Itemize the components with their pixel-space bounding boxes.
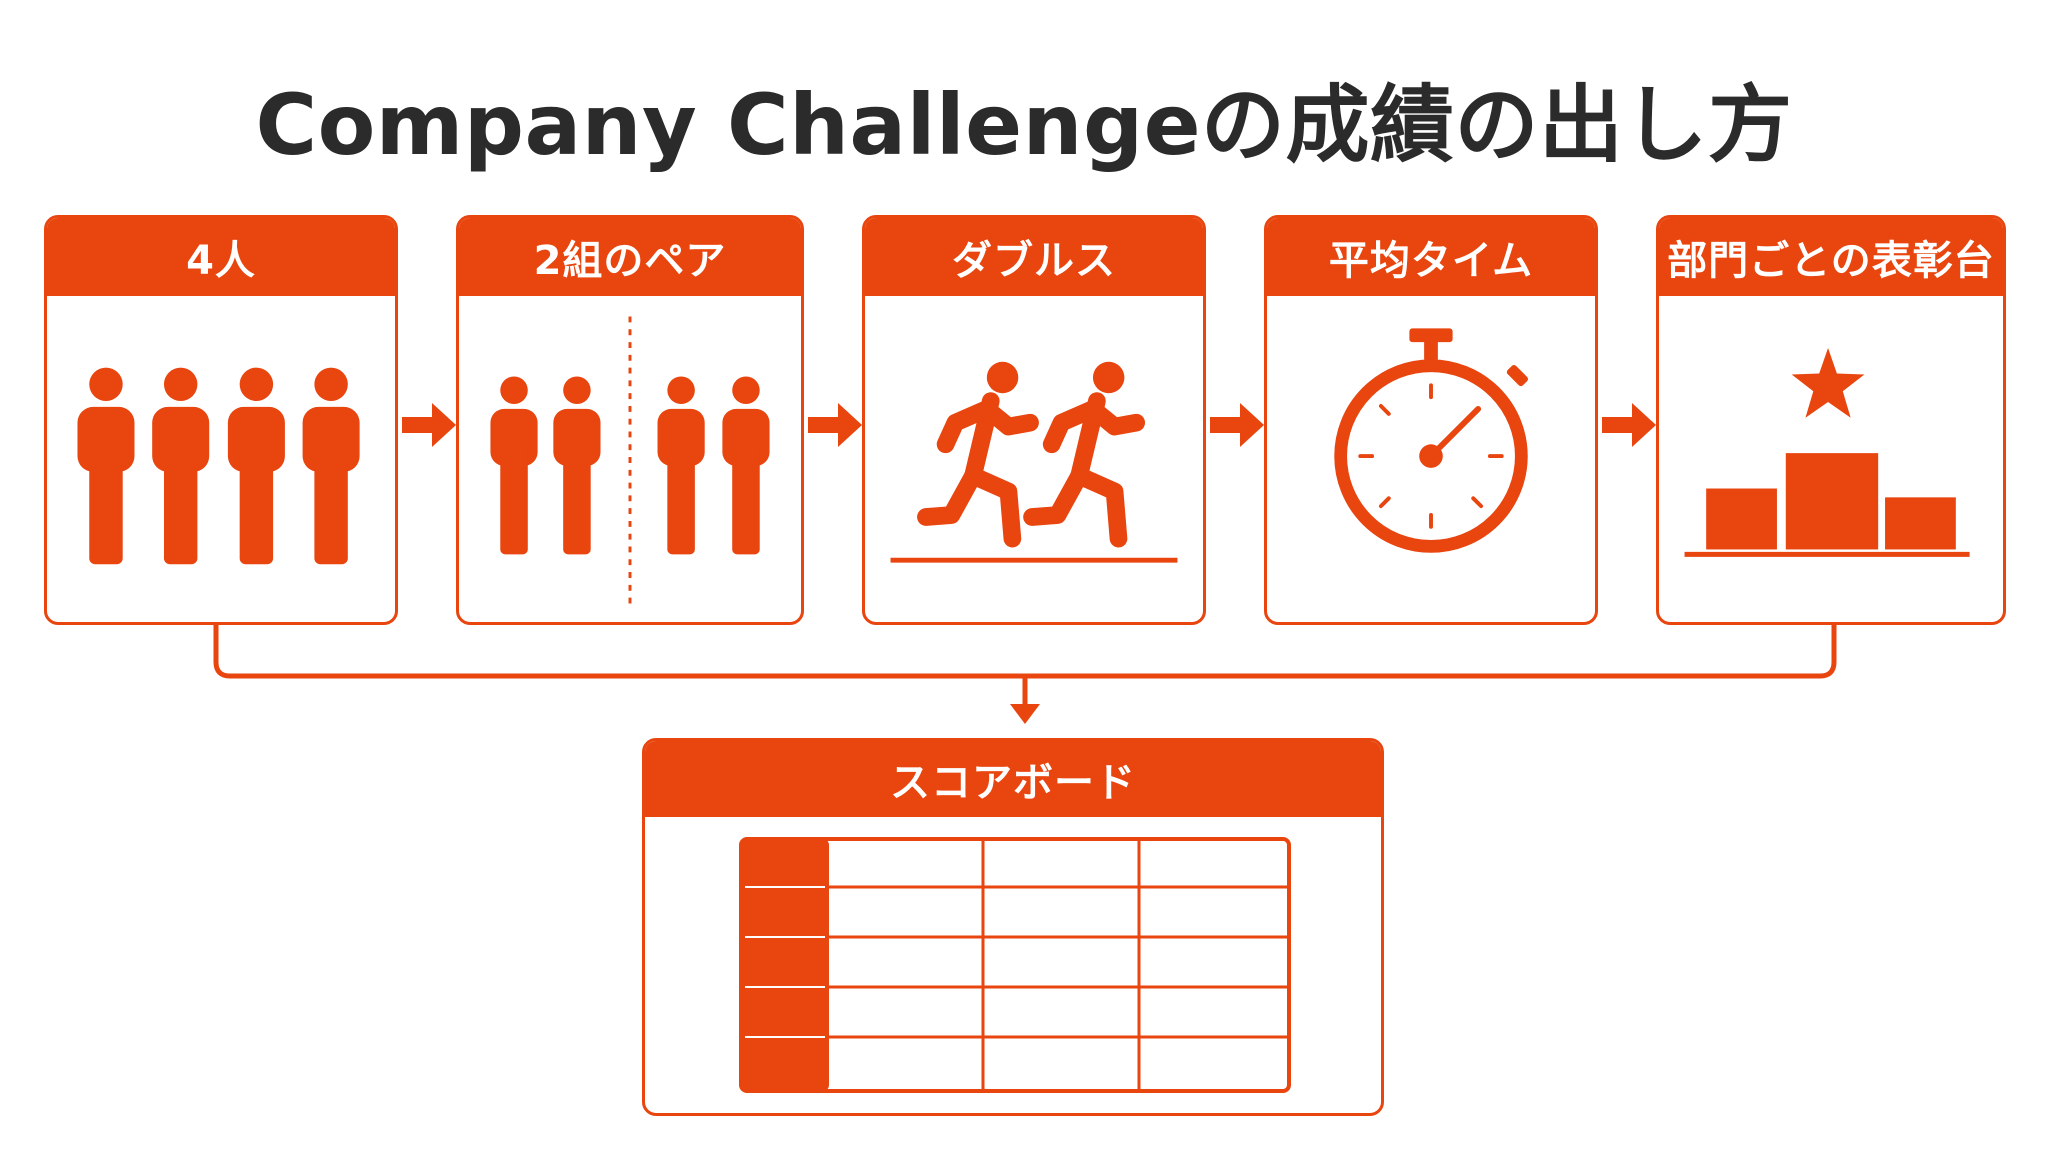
podium-icon: [1684, 347, 1970, 557]
scoreboard-label: スコアボード: [645, 741, 1381, 817]
two-pairs-icon: [490, 316, 770, 606]
step-label: 2組のペア: [459, 218, 801, 296]
step-label: 部門ごとの表彰台: [1659, 218, 2003, 296]
page-title: Company Challengeの成績の出し方: [255, 76, 1793, 174]
stopwatch-icon: [1334, 328, 1529, 553]
step-doubles: ダブルス: [862, 215, 1206, 625]
scoreboard-table-icon: [739, 837, 1291, 1093]
right-arrow-icon: [1210, 403, 1264, 447]
right-arrow-icon: [1602, 403, 1656, 447]
step-average-time: 平均タイム: [1264, 215, 1598, 625]
step-four-people: 4人: [44, 215, 398, 625]
four-people-icon: [77, 367, 360, 565]
step-label: 平均タイム: [1267, 218, 1595, 296]
step-label: ダブルス: [865, 218, 1203, 296]
step-two-pairs: 2組のペア: [456, 215, 804, 625]
step-division-podium: 部門ごとの表彰台: [1656, 215, 2006, 625]
right-arrow-icon: [402, 403, 456, 447]
runners-icon: [890, 361, 1178, 563]
down-arrow-icon: [1010, 704, 1040, 724]
scoreboard: スコアボード: [642, 738, 1384, 1116]
step-label: 4人: [47, 218, 395, 296]
star-icon: [1791, 347, 1865, 418]
right-arrow-icon: [808, 403, 862, 447]
